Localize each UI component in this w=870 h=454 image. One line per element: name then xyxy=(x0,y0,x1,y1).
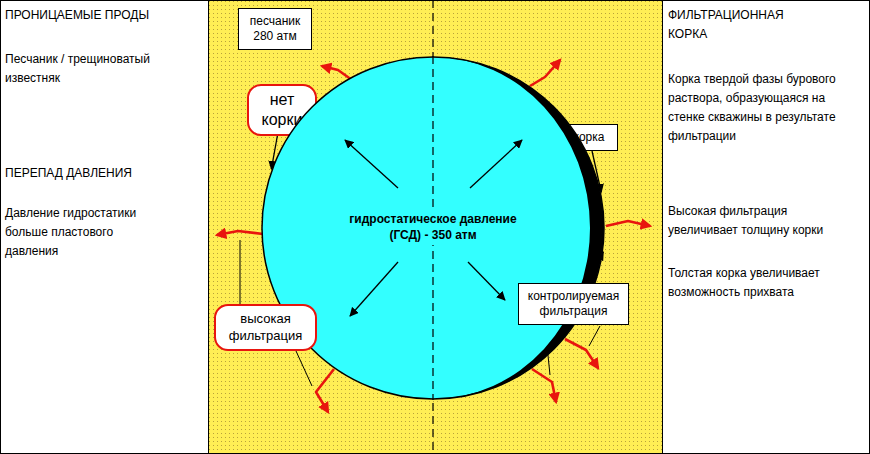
panel-text: Высокая фильтрация увеличивает толщину к… xyxy=(668,202,853,240)
node-text: гидростатическое давление (ГСД) - 350 ат… xyxy=(346,211,521,244)
panel-heading: ФИЛЬТРАЦИОННАЯ КОРКА xyxy=(668,6,798,44)
panel-text: Корка твердой фазы бурового раствора, об… xyxy=(668,70,853,146)
filtrate-arrow xyxy=(530,60,560,86)
high-filtration-callout: высокая фильтрация xyxy=(214,304,317,351)
pressure-arrow xyxy=(350,262,398,316)
pressure-arrow xyxy=(468,262,505,300)
permeable-rock xyxy=(208,0,662,454)
panel-heading: ПЕРЕПАД ДАВЛЕНИЯ xyxy=(5,164,203,183)
leader-line xyxy=(240,240,241,304)
node-text: песчаник 280 атм xyxy=(249,14,301,44)
filtrate-arrow xyxy=(532,369,556,402)
node-text: контролируемая фильтрация xyxy=(527,289,620,319)
panel-heading: ПРОНИЦАЕМЫЕ ПРОДЫ xyxy=(5,6,203,25)
leader-line xyxy=(589,326,600,346)
filtrate-arrow xyxy=(322,66,352,80)
filtrate-arrow xyxy=(217,231,263,235)
wellbore-circle: гидростатическое давление (ГСД) - 350 ат… xyxy=(261,56,605,400)
panel-divider xyxy=(662,0,663,454)
panel-text: Давление гидростатики больше пластового … xyxy=(5,204,155,261)
rock-pressure-box: песчаник 280 атм xyxy=(238,8,312,50)
panel-text: Песчаник / трещиноватый известняк xyxy=(5,50,175,88)
filtrate-arrow xyxy=(316,369,334,412)
filtrate-arrow xyxy=(565,339,598,368)
left-panel xyxy=(0,0,208,454)
pressure-arrow xyxy=(470,140,522,188)
controlled-filtration-box: контролируемая фильтрация xyxy=(518,283,629,325)
leader-line xyxy=(296,351,312,386)
wellbore xyxy=(262,57,604,399)
pressure-arrow xyxy=(345,140,398,188)
panel-text: Толстая корка увеличивает возможность пр… xyxy=(668,264,863,302)
filtrate-arrow xyxy=(606,221,650,226)
right-panel xyxy=(662,0,870,454)
panel-divider xyxy=(208,0,209,454)
node-text: высокая фильтрация xyxy=(228,311,303,344)
